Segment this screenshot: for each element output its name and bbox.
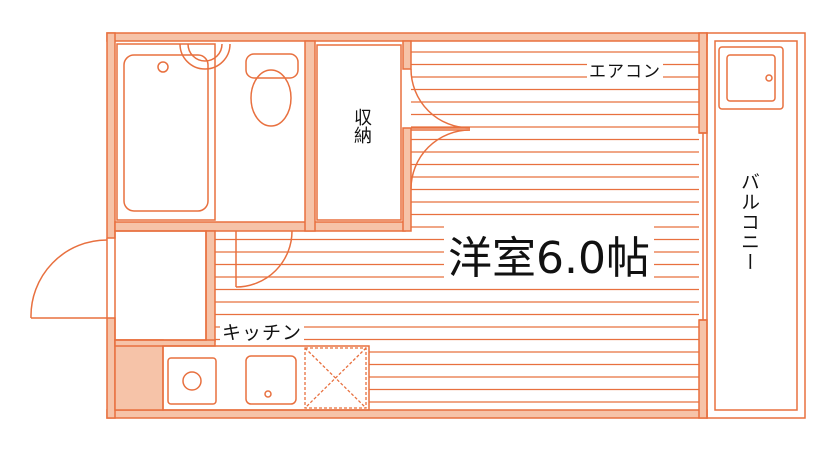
doors	[30, 68, 471, 319]
balcony-label: バルコニー	[738, 172, 760, 272]
kitchen-counter	[162, 345, 370, 411]
inner-walls	[114, 40, 412, 347]
entrance-step	[114, 230, 207, 341]
room-label: 洋室6.0帖	[444, 222, 654, 286]
storage-label: 収納	[351, 108, 372, 144]
balcony	[699, 32, 806, 419]
storage-closet	[316, 44, 402, 221]
washing-machine-pan	[718, 46, 784, 110]
bathtub	[116, 43, 216, 221]
aircon-label: エアコン	[587, 57, 663, 82]
refrigerator-space	[304, 347, 367, 409]
toilet	[179, 43, 299, 127]
kitchen-label: キッチン	[220, 318, 305, 345]
